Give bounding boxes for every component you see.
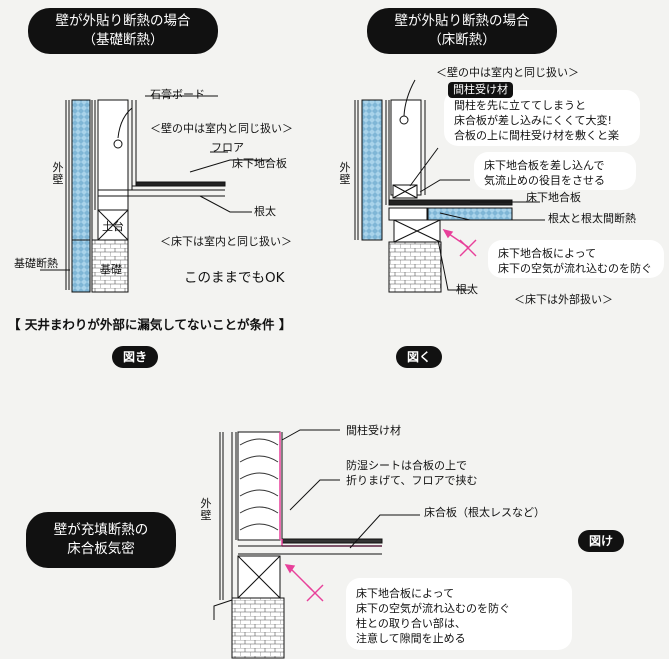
- figure-ke-tag: 図け: [578, 530, 624, 552]
- note-line: 床下地合板によって: [356, 587, 455, 600]
- underfloor-indoor-label: ＜床下は室内と同じ扱い＞: [160, 235, 292, 248]
- note-line: 床下地合板を差し込んで: [484, 159, 605, 172]
- title-line: （基礎断熱）: [82, 32, 164, 48]
- title-line: （床断熱）: [428, 32, 496, 48]
- note-line: 合板の上に間柱受け材を敷くと楽: [454, 129, 619, 142]
- ok-label: このままでもOK: [184, 270, 285, 286]
- title-line: 壁が外貼り断熱の場合: [55, 13, 191, 29]
- sill-label: 土台: [102, 220, 124, 233]
- x-mark-ke: [284, 564, 324, 602]
- foundation-label: 基礎: [100, 263, 122, 276]
- note-line: 床下地合板によって: [498, 247, 597, 260]
- note-line: 床合板が差し込みにくくて大変!: [454, 114, 612, 127]
- note-line: 間柱を先に立ててしまうと: [454, 99, 586, 112]
- exterior-wall-label: 外壁: [339, 161, 351, 186]
- figure-ki-drawing: [40, 95, 270, 293]
- joist-label: 根太: [254, 205, 276, 218]
- stud-support-label: 間柱受け材: [346, 424, 401, 437]
- subfloor-label: 床下地合板: [526, 191, 581, 204]
- x-mark-ku: [442, 228, 477, 257]
- title-pill-top-left: 壁が外貼り断熱の場合 （基礎断熱）: [28, 8, 218, 54]
- note-column-gap: 床下地合板によって 床下の空気が流れ込むのを防ぐ 柱との取り合い部は、 注意して…: [346, 578, 572, 650]
- note-subfloor-airflow: 床下地合板によって 床下の空気が流れ込むのを防ぐ: [488, 240, 664, 278]
- stud-support-tag: 間柱受け材: [448, 82, 513, 98]
- label-line: 折りまげて、フロアで挟む: [346, 474, 478, 487]
- note-line: 注意して隙間を止める: [356, 632, 466, 645]
- joist-between-label: 根太と根太間断熱: [548, 212, 636, 225]
- figure-ke-drawing: [213, 429, 420, 659]
- note-line: 気流止めの役目をさせる: [484, 174, 605, 187]
- note-stud-support: 間柱を先に立ててしまうと 床合板が差し込みにくくて大変! 合板の上に間柱受け材を…: [444, 90, 640, 146]
- moisture-sheet-label: 防湿シートは合板の上で 折りまげて、フロアで挟む: [346, 458, 477, 488]
- note-line: 床下の空気が流れ込むのを防ぐ: [356, 602, 510, 615]
- title-pill-top-right: 壁が外貼り断熱の場合 （床断熱）: [367, 8, 557, 54]
- note-line: 床下の空気が流れ込むのを防ぐ: [498, 262, 652, 275]
- wall-inside-label: ＜壁の中は室内と同じ扱い＞: [436, 66, 579, 79]
- figure-ku-drawing: [354, 79, 545, 293]
- floor-label: フロア: [211, 141, 244, 154]
- title-line: 壁が充填断熱の: [53, 522, 149, 538]
- wall-inside-label: ＜壁の中は室内と同じ扱い＞: [150, 122, 293, 135]
- subfloor-label: 床下地合板: [232, 157, 287, 170]
- title-pill-bottom: 壁が充填断熱の 床合板気密: [26, 512, 176, 568]
- note-subfloor-insert: 床下地合板を差し込んで 気流止めの役目をさせる: [474, 152, 636, 190]
- title-line: 壁が外貼り断熱の場合: [394, 13, 530, 29]
- plasterboard-label: 石膏ボード: [150, 88, 205, 101]
- exterior-wall-label: 外壁: [200, 497, 212, 522]
- condition-label: 【 天井まわりが外部に漏気してないことが条件 】: [8, 317, 292, 332]
- figure-ki-tag: 図き: [112, 346, 158, 368]
- foundation-insulation-label: 基礎断熱: [14, 257, 58, 270]
- note-line: 柱との取り合い部は、: [356, 617, 466, 630]
- figure-ku-tag: 図く: [396, 346, 442, 368]
- plywood-label: 床合板（根太レスなど）: [424, 506, 545, 519]
- label-line: 防湿シートは合板の上で: [346, 459, 467, 472]
- exterior-wall-label: 外壁: [52, 161, 64, 186]
- title-line: 床合板気密: [67, 541, 135, 557]
- joist-label: 根太: [456, 283, 478, 296]
- underfloor-outdoor-label: ＜床下は外部扱い＞: [514, 293, 613, 306]
